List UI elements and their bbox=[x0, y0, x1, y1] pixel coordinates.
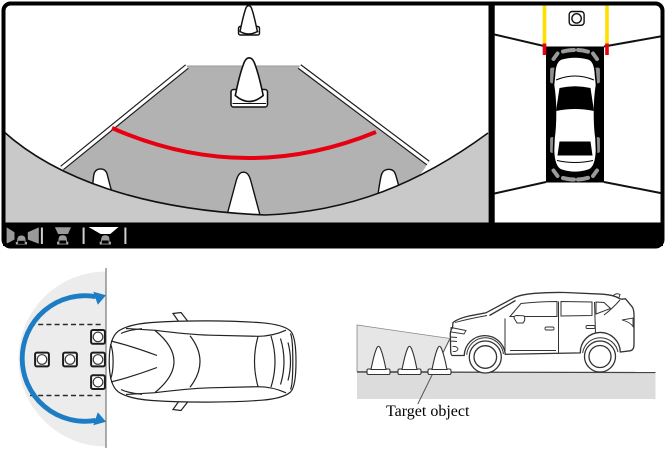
svg-text:Target object: Target object bbox=[386, 403, 470, 420]
